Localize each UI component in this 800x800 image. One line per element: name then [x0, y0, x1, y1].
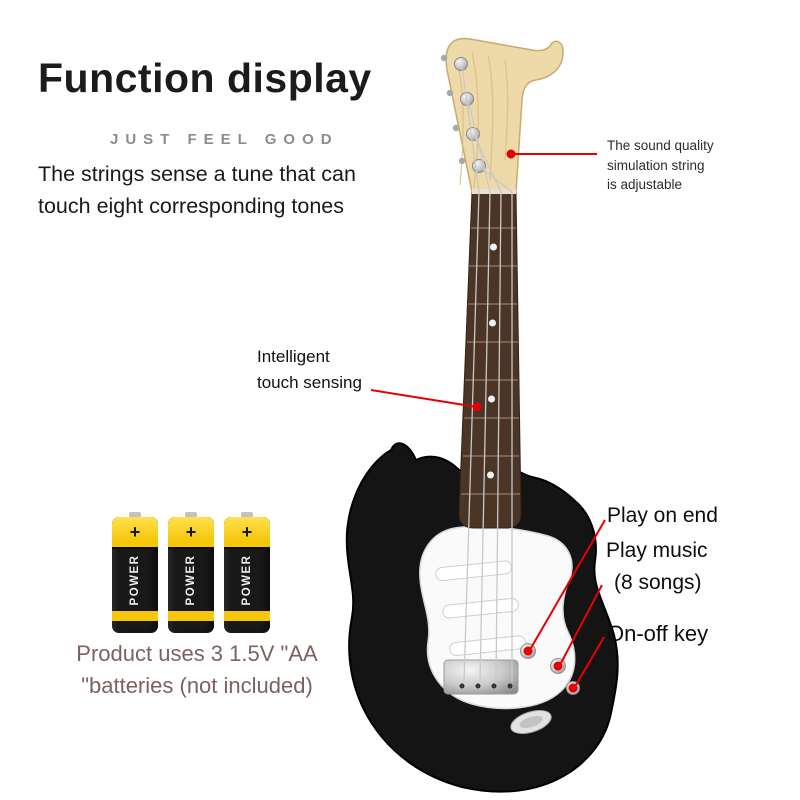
- callout-dot-play-end: [523, 646, 533, 656]
- headstock-wood-grain: [457, 51, 509, 189]
- callout-line-onoff: [575, 636, 605, 686]
- battery-cap: +: [224, 517, 270, 549]
- guitar-bridge: [443, 659, 519, 695]
- guitar-pickups: [435, 560, 526, 656]
- battery-body: POWER: [112, 549, 158, 611]
- guitar-chrome-plate: [510, 709, 552, 735]
- callout-dot-play-music: [553, 661, 563, 671]
- page-title: Function display: [38, 55, 372, 101]
- battery: + POWER: [112, 512, 158, 634]
- callout-tuner-line1: The sound quality: [607, 138, 714, 153]
- battery-note: Product uses 3 1.5V "AA "batteries (not …: [36, 638, 358, 702]
- callout-onoff-key: On-off key: [607, 621, 709, 646]
- callout-play-music: Play music: [606, 539, 708, 562]
- callout-tuner: The sound quality simulation string is a…: [607, 136, 727, 195]
- callout-touch-line2: touch sensing: [257, 373, 362, 393]
- guitar-fretboard: [458, 191, 522, 529]
- battery-shell: + POWER: [112, 517, 158, 633]
- battery-power-label: POWER: [241, 554, 253, 606]
- guitar-headstock: [445, 37, 564, 193]
- battery-terminal: [185, 512, 197, 518]
- description: The strings sense a tune that can touch …: [38, 162, 356, 219]
- battery-plus-label: +: [129, 522, 141, 542]
- callout-play-music-songs: (8 songs): [614, 571, 702, 594]
- battery-note-line1: Product uses 3 1.5V "AA: [76, 641, 318, 666]
- battery-stripe: [112, 611, 158, 621]
- battery-note-line2: "batteries (not included): [81, 672, 313, 698]
- guitar-strings: [461, 65, 513, 683]
- battery-stripe: [168, 611, 214, 621]
- battery-shell: + POWER: [224, 517, 270, 633]
- battery-body: POWER: [224, 549, 270, 611]
- battery: + POWER: [224, 512, 270, 634]
- callout-dot-tuner: [506, 149, 516, 159]
- battery-illustration: + POWER + POWER: [112, 512, 284, 638]
- battery-plus-label: +: [241, 522, 253, 542]
- battery: + POWER: [168, 512, 214, 634]
- guitar-nut: [472, 189, 516, 194]
- battery-cap: +: [168, 517, 214, 549]
- battery-plus-label: +: [185, 522, 197, 542]
- battery-cap: +: [112, 517, 158, 549]
- battery-terminal: [241, 512, 253, 518]
- callout-tuner-line3: is adjustable: [607, 177, 683, 193]
- callout-line-play-music: [560, 584, 603, 664]
- callout-line-touch: [370, 389, 478, 408]
- battery-terminal: [129, 512, 141, 518]
- callout-line-play-end: [530, 519, 606, 649]
- guitar-fret-markers: [487, 243, 497, 479]
- callout-lines: [370, 153, 606, 686]
- callout-tuner-line2: simulation string: [607, 157, 705, 173]
- callout-dot-onoff: [568, 683, 578, 693]
- tagline: JUST FEEL GOOD: [110, 131, 339, 148]
- callout-touch-line1: Intelligent: [257, 347, 330, 366]
- callout-play-on-end: Play on end: [607, 504, 718, 527]
- battery-shell: + POWER: [168, 517, 214, 633]
- battery-power-label: POWER: [185, 554, 197, 606]
- tuning-pegs: [440, 54, 486, 173]
- callout-dot-touch: [472, 402, 482, 412]
- callout-dots: [472, 149, 578, 693]
- callout-touch-sensing: Intelligent touch sensing: [257, 344, 362, 397]
- battery-body: POWER: [168, 549, 214, 611]
- battery-power-label: POWER: [129, 554, 141, 606]
- battery-stripe: [224, 611, 270, 621]
